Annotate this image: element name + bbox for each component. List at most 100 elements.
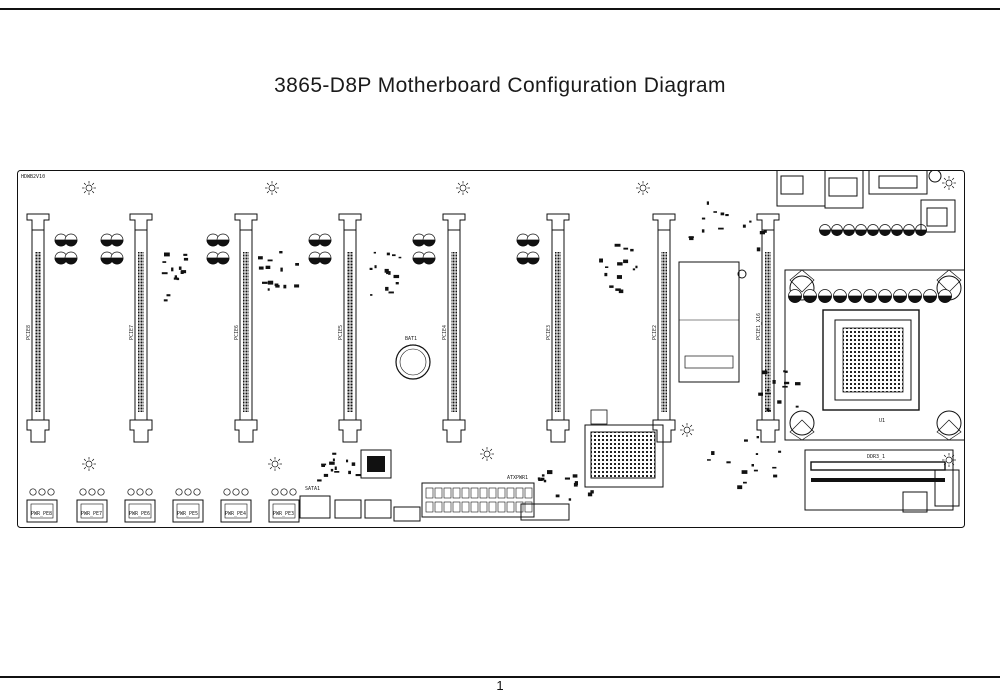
capacitor xyxy=(788,289,802,303)
capacitor xyxy=(216,233,230,247)
mark-8 xyxy=(680,423,694,437)
smd-components xyxy=(161,201,801,501)
cpu-socket: U1 xyxy=(784,269,965,441)
capacitor xyxy=(878,289,892,303)
pcie-label: PCIE2 xyxy=(652,325,658,340)
mark-4 xyxy=(636,181,650,195)
power-label: PWR_PE7 xyxy=(81,511,102,517)
page-number: 1 xyxy=(496,678,504,693)
cmos-battery: BAT1 xyxy=(395,336,431,380)
bottom-rule xyxy=(0,676,1000,678)
capacitor xyxy=(422,233,436,247)
pcie-slot-7: PCIE2 xyxy=(652,213,676,443)
pcie-label: PCIE3 xyxy=(546,325,552,340)
capacitor xyxy=(100,233,114,247)
capacitor xyxy=(893,289,907,303)
sata-label: SATA1 xyxy=(305,486,320,492)
power-label: PWR_PE3 xyxy=(273,511,294,517)
capacitor xyxy=(923,289,937,303)
capacitor xyxy=(833,289,847,303)
capacitor xyxy=(526,251,540,265)
capacitor xyxy=(516,251,530,265)
cpu-label: U1 xyxy=(879,418,885,424)
capacitor xyxy=(100,251,114,265)
capacitor xyxy=(867,224,879,236)
capacitor xyxy=(843,224,855,236)
mark-5 xyxy=(82,457,96,471)
pcie-slot-8: PCIE1_X16 xyxy=(756,213,780,443)
capacitor xyxy=(848,289,862,303)
dimm-slot: DDR3_1 xyxy=(804,449,954,511)
capacitor xyxy=(422,251,436,265)
capacitor xyxy=(803,289,817,303)
mark-6 xyxy=(268,457,282,471)
pcie-slot-3: PCIE6 xyxy=(234,213,258,443)
capacitor xyxy=(64,251,78,265)
power-label: PWR_PE5 xyxy=(177,511,198,517)
capacitor xyxy=(863,289,877,303)
capacitor xyxy=(318,251,332,265)
mounting-marks xyxy=(82,176,956,471)
fan-header xyxy=(364,499,392,519)
mark-1 xyxy=(82,181,96,195)
dimm-label: DDR3_1 xyxy=(867,454,885,460)
power-connector-3: PWR_PE6 xyxy=(124,488,156,523)
pcie-slot-5: PCIE4 xyxy=(442,213,466,443)
mark-10 xyxy=(942,453,956,467)
mark-2 xyxy=(265,181,279,195)
power-label: PWR_PE4 xyxy=(225,511,246,517)
capacitor xyxy=(818,289,832,303)
mark-7 xyxy=(480,447,494,461)
capacitor xyxy=(412,233,426,247)
power-connector-5: PWR_PE4 xyxy=(220,488,252,523)
pcie-slots: PCIE8 PCIE7 PCIE6 PCIE5 PCIE4 PCIE3 PCIE2 PCIE1… xyxy=(26,213,780,443)
pcie-label: PCIE5 xyxy=(338,325,344,340)
pcie-label: PCIE1_X16 xyxy=(756,313,762,340)
superio-chip xyxy=(360,449,392,479)
rear-io xyxy=(776,170,956,233)
power-label: PWR_PE8 xyxy=(31,511,52,517)
power-connector-6: PWR_PE3 xyxy=(268,488,300,523)
capacitor xyxy=(64,233,78,247)
bottom-right-header xyxy=(902,491,928,513)
pcie-label: PCIE4 xyxy=(442,325,448,340)
usb-header xyxy=(334,499,362,519)
atx-power-connector: ATXPWR1 xyxy=(421,475,535,518)
bottom-right-header-2 xyxy=(934,469,960,507)
sata-connector: SATA1 xyxy=(299,486,331,519)
capacitor xyxy=(318,233,332,247)
capacitor xyxy=(308,233,322,247)
power-connector-2: PWR_PE7 xyxy=(76,488,108,523)
capacitor xyxy=(903,224,915,236)
page-title: 3865-D8P Motherboard Configuration Diagr… xyxy=(274,74,726,97)
power-label: PWR_PE6 xyxy=(129,511,150,517)
power-connectors: PWR_PE8 PWR_PE7 PWR_PE6 PWR_PE5 PWR_PE4 PWR_P… xyxy=(26,488,300,523)
aux-header xyxy=(520,503,570,521)
m2-module xyxy=(678,261,747,383)
capacitor xyxy=(110,251,124,265)
capacitor xyxy=(526,233,540,247)
pcie-label: PCIE8 xyxy=(26,325,32,340)
chipset xyxy=(584,409,664,488)
top-rule xyxy=(0,8,1000,10)
mark-9 xyxy=(942,176,956,190)
pcie-slot-6: PCIE3 xyxy=(546,213,570,443)
capacitor xyxy=(879,224,891,236)
power-connector-4: PWR_PE5 xyxy=(172,488,204,523)
capacitor xyxy=(206,233,220,247)
vrm-capacitors xyxy=(54,224,952,303)
capacitor xyxy=(891,224,903,236)
capacitor xyxy=(819,224,831,236)
mark-3 xyxy=(456,181,470,195)
battery-label: BAT1 xyxy=(405,336,417,342)
capacitor xyxy=(908,289,922,303)
power-connector-1: PWR_PE8 xyxy=(26,488,58,523)
capacitor xyxy=(206,251,220,265)
pcie-label: PCIE7 xyxy=(129,325,135,340)
capacitor xyxy=(938,289,952,303)
pcie-slot-1: PCIE8 xyxy=(26,213,50,443)
atx-label: ATXPWR1 xyxy=(507,475,528,481)
capacitor xyxy=(216,251,230,265)
board-model-silk: HDWB2V10 xyxy=(21,174,45,180)
